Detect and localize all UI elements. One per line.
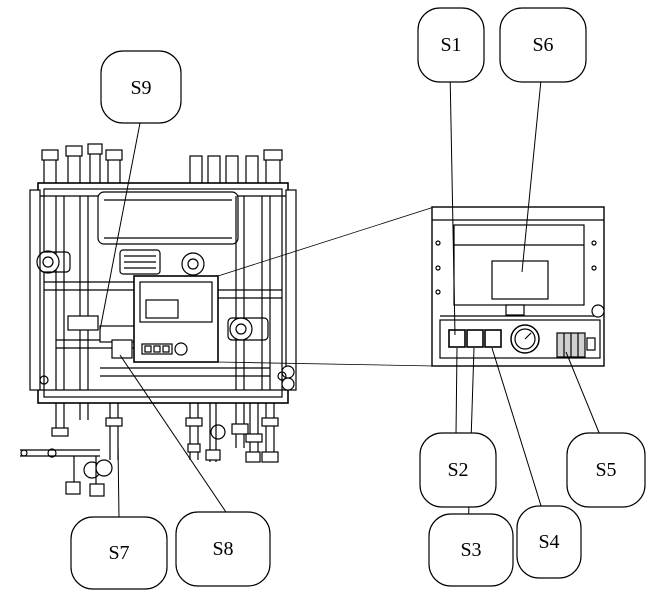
callout-label-s2: S2: [447, 459, 468, 481]
controller-box-small: [133, 275, 219, 363]
callout-label-s9: S9: [130, 77, 151, 99]
display-screen: [491, 260, 549, 300]
hydraulic-unit-front-view: [20, 143, 297, 497]
callout-label-s1: S1: [440, 34, 461, 56]
vertical-pipes: [55, 196, 271, 390]
callout-label-s6: S6: [532, 34, 553, 56]
callout-label-s5: S5: [595, 459, 616, 481]
zoom-projection-bottom: [217, 361, 435, 367]
right-pump: [227, 317, 269, 341]
callout-s9: S9: [100, 50, 182, 124]
callout-label-s8: S8: [212, 538, 233, 560]
callout-s8: S8: [175, 511, 271, 587]
leader-lines: [99, 69, 601, 536]
bottom-pipe-connections: [20, 403, 279, 497]
callout-label-s4: S4: [538, 531, 559, 553]
callout-s3: S3: [428, 513, 514, 587]
switch-3: [484, 329, 502, 348]
mixing-valve-group: [67, 249, 161, 359]
controller-detail-view: [217, 206, 605, 367]
top-pipe-connections: [41, 143, 283, 185]
callout-s7: S7: [70, 516, 168, 590]
left-pump: [36, 250, 71, 274]
callout-label-s7: S7: [108, 542, 129, 564]
center-pump: [181, 252, 205, 276]
callout-label-s3: S3: [460, 539, 481, 561]
switch-2: [466, 329, 484, 348]
callout-s1: S1: [417, 7, 485, 83]
switch-1: [448, 329, 466, 348]
callout-s5: S5: [566, 432, 646, 508]
callout-s6: S6: [499, 7, 587, 83]
zoom-projection-top: [217, 206, 435, 277]
expansion-vessel: [97, 191, 239, 245]
callout-s2: S2: [419, 432, 497, 508]
callout-s4: S4: [516, 505, 582, 579]
terminal-block: [556, 332, 596, 358]
